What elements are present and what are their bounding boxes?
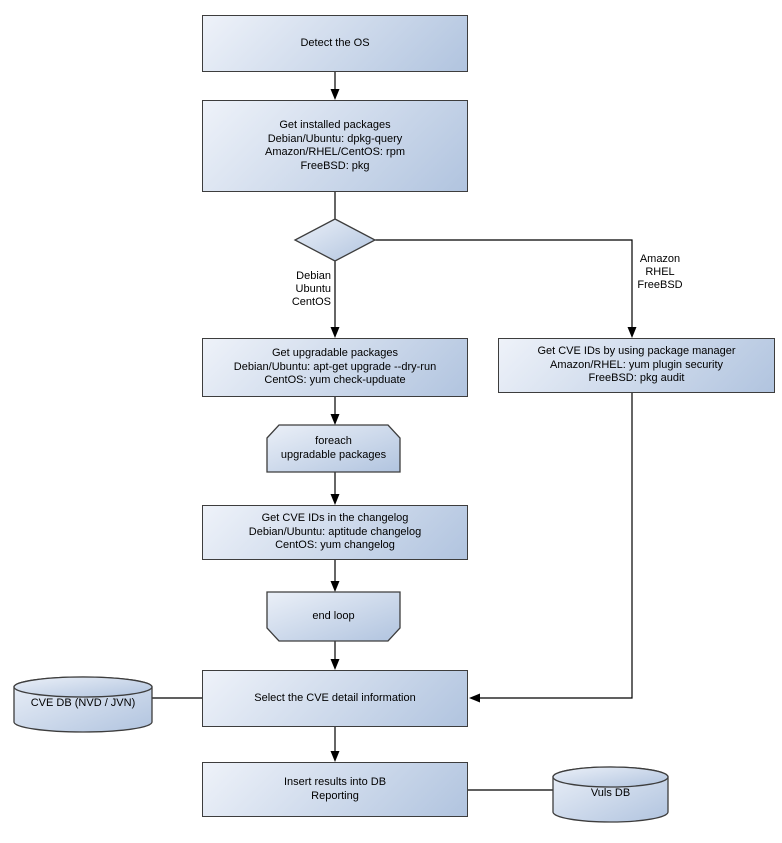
end-loop-shape [266,591,401,642]
edge-decision-to-package-manager [375,239,633,329]
branch-label-debian-ubuntu-centos: Debian Ubuntu CentOS [291,270,331,308]
connector-lines [152,72,633,791]
arrowhead-select-right [469,693,480,703]
node-get-cve-ids-package-manager: Get CVE IDs by using package manager Ama… [498,338,775,393]
arrowhead-changelog [330,494,340,505]
node-insert-results: Insert results into DB Reporting [202,762,468,817]
node-select-cve-detail: Select the CVE detail information [202,670,468,727]
arrowhead-foreach [330,414,340,425]
node-get-cve-ids-changelog: Get CVE IDs in the changelog Debian/Ubun… [202,505,468,560]
edge-package-manager-to-select [480,393,633,699]
node-get-upgradable-packages: Get upgradable packages Debian/Ubuntu: a… [202,338,468,397]
arrowhead-upgradable [330,327,340,338]
cve-db-cylinder [13,676,153,733]
vuls-db-cylinder-top [552,766,669,788]
arrowhead-insert [330,751,340,762]
arrowhead-select-top [330,659,340,670]
node-get-installed-packages: Get installed packages Debian/Ubuntu: dp… [202,100,468,192]
os-decision-diamond [293,218,377,262]
branch-label-amazon-rhel-freebsd: Amazon RHEL FreeBSD [637,253,683,291]
arrowheads [330,89,637,762]
arrowhead-endloop [330,581,340,592]
cve-db-cylinder-top [13,676,153,698]
arrowhead-installed [330,89,340,100]
arrowhead-package-manager [627,327,637,338]
vuls-db-cylinder [552,766,669,823]
node-detect-os: Detect the OS [202,15,468,72]
foreach-loop-start-shape [266,424,401,473]
